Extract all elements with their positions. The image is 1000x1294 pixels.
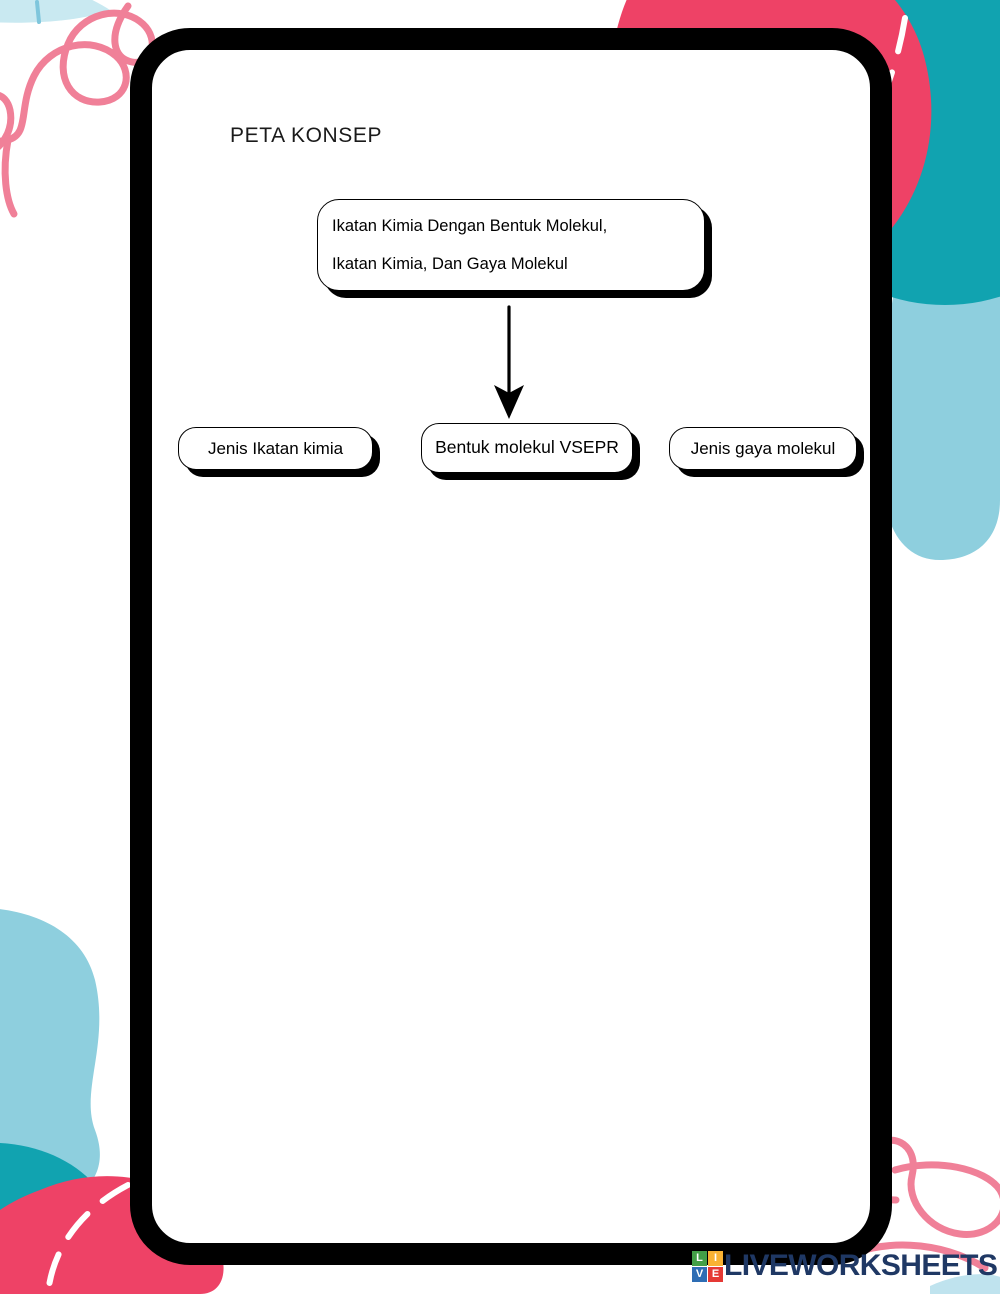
concept-box-label: Bentuk molekul VSEPR: [435, 437, 619, 458]
concept-root-box[interactable]: Ikatan Kimia Dengan Bentuk Molekul, Ikat…: [317, 199, 705, 291]
liveworksheets-logo[interactable]: L I V E LIVEWORKSHEETS: [692, 1245, 998, 1287]
concept-box-jenis-ikatan-kimia[interactable]: Jenis Ikatan kimia: [178, 427, 373, 470]
page-title: PETA KONSEP: [230, 124, 383, 147]
concept-root-label: Ikatan Kimia Dengan Bentuk Molekul, Ikat…: [332, 217, 608, 273]
concept-box-bentuk-molekul-vsepr[interactable]: Bentuk molekul VSEPR: [421, 423, 633, 473]
concept-box-label: Jenis gaya molekul: [690, 439, 836, 458]
down-arrow-icon: [494, 305, 524, 419]
lw-mark-cell-v: V: [692, 1266, 707, 1282]
liveworksheets-wordmark: LIVEWORKSHEETS: [724, 1249, 998, 1282]
concept-box-label: Jenis Ikatan kimia: [207, 439, 344, 458]
lw-mark-cell-l: L: [692, 1250, 707, 1266]
lw-mark-cell-i: I: [708, 1250, 723, 1266]
concept-box-jenis-gaya-molekul[interactable]: Jenis gaya molekul: [669, 427, 857, 470]
liveworksheets-mark-icon: L I V E: [692, 1250, 723, 1282]
lw-mark-cell-e: E: [708, 1266, 723, 1282]
